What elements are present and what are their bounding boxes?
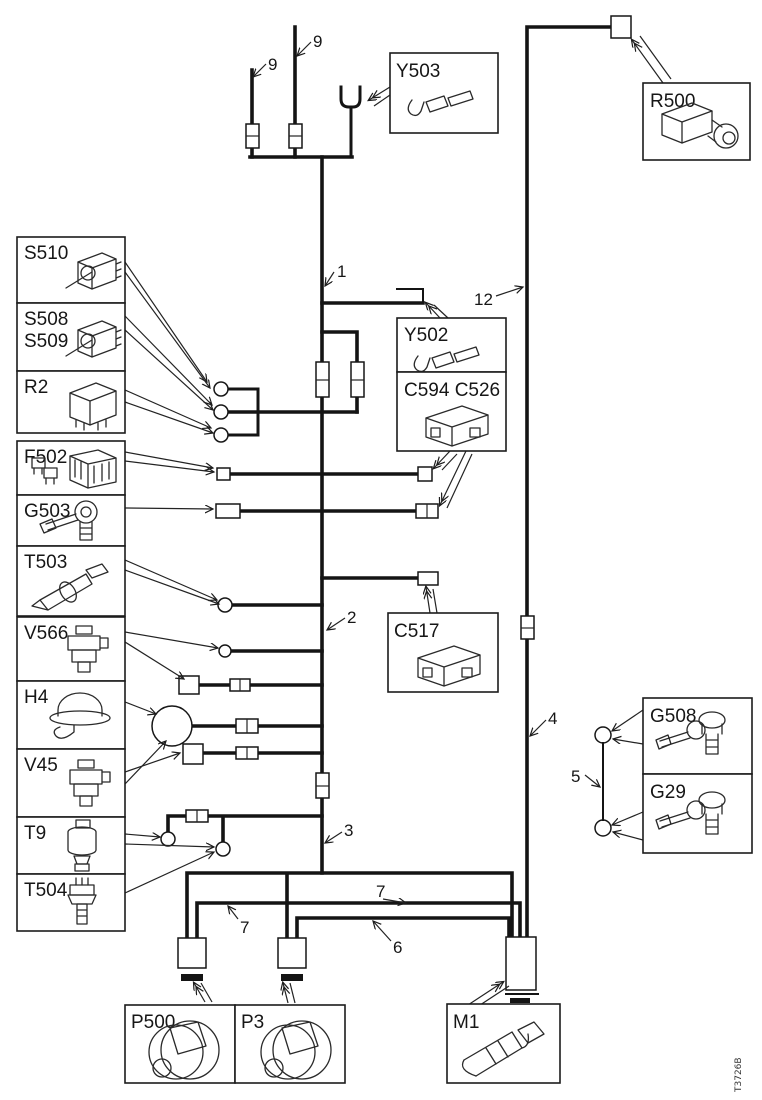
component-box-g503: G503 [16,494,126,547]
component-box-v566: V566 [16,616,126,682]
g503-label: G503 [24,501,70,522]
bottom-bus-7 [195,901,522,940]
m1-label: M1 [453,1012,479,1033]
component-box-y503: Y503 [389,52,499,134]
component-box-h4: H4 [16,680,126,750]
component-box-c517: C517 [387,612,499,693]
v45-label: V45 [24,755,58,776]
wire-label-2: 2 [347,608,356,627]
wire-label-3: 3 [344,821,353,840]
wire-label-5: 5 [571,767,580,786]
wire-label-7-right: 7 [376,882,385,901]
component-box-g29: G29 [642,773,753,854]
component-box-v45: V45 [16,748,126,818]
wire-label-12: 12 [474,290,493,309]
t503-label: T503 [24,552,67,573]
ring-terminal [213,404,229,420]
wire-number-labels: 9 9 1 12 2 3 4 5 6 7 7 [240,32,580,957]
wire-label-9-mid: 9 [313,32,322,51]
ring-terminal [217,597,233,613]
ring-terminal [215,841,231,857]
branch-connector-c517 [417,571,439,586]
junction-symbols [151,15,632,1003]
component-box-r500: R500 [642,82,751,161]
right-trunk-wire [525,25,613,939]
v566-label: V566 [24,623,68,644]
wire-label-1: 1 [337,262,346,281]
bottom-bus-6 [295,916,511,940]
p500-connector [177,937,207,969]
t504-label: T504 [24,880,68,901]
s508-label: S508 [24,309,68,330]
g508-label: G508 [650,706,696,727]
c594-c526-label: C594 C526 [404,380,500,401]
component-box-f502: F502 [16,440,126,496]
r500-label: R500 [650,91,695,112]
bottom-bus-1 [185,871,514,940]
callout-leaders [194,35,672,1010]
component-box-p500: P500 [124,1004,236,1084]
wire-label-6: 6 [393,938,402,957]
component-box-m1: M1 [446,1003,561,1084]
p3-label: P3 [241,1012,264,1033]
y503-label: Y503 [396,61,440,82]
component-box-s510: S510 [16,236,126,304]
component-box-s508-s509: S508 S509 [16,302,126,372]
component-box-t504: T504 [16,873,126,932]
branch-connector-c594 [417,466,433,482]
m1-connector [505,936,537,991]
component-box-t9: T9 [16,816,126,875]
ground-terminal-g508 [594,726,612,744]
ring-terminal [160,831,176,847]
component-leaders [124,261,219,894]
ring-terminal [213,427,229,443]
component-box-p3: P3 [234,1004,346,1084]
figure-code: T3726B [734,1057,744,1093]
component-box-c594-c526: C594 C526 [396,371,507,452]
ring-terminal [218,644,232,658]
y502-label: Y502 [404,325,448,346]
ring-terminal [213,381,229,397]
right-trunk-end-connector [610,15,632,39]
s510-label: S510 [24,243,68,264]
f502-label: F502 [24,447,67,468]
wire-label-4: 4 [548,709,557,728]
c517-label: C517 [394,621,439,642]
component-box-y502: Y502 [396,317,507,373]
r2-label: R2 [24,377,48,398]
ground-terminal-g29 [594,819,612,837]
wire-label-9-left: 9 [268,55,277,74]
component-box-g508: G508 [642,697,753,775]
component-box-t503: T503 [16,545,126,617]
component-box-r2: R2 [16,370,126,434]
harness-wires [166,25,613,940]
g29-label: G29 [650,782,686,803]
wire-label-7-left: 7 [240,918,249,937]
large-ring-terminal [151,705,193,747]
p3-connector [277,937,307,969]
s509-label: S509 [24,331,68,352]
t9-label: T9 [24,823,46,844]
h4-label: H4 [24,687,49,708]
